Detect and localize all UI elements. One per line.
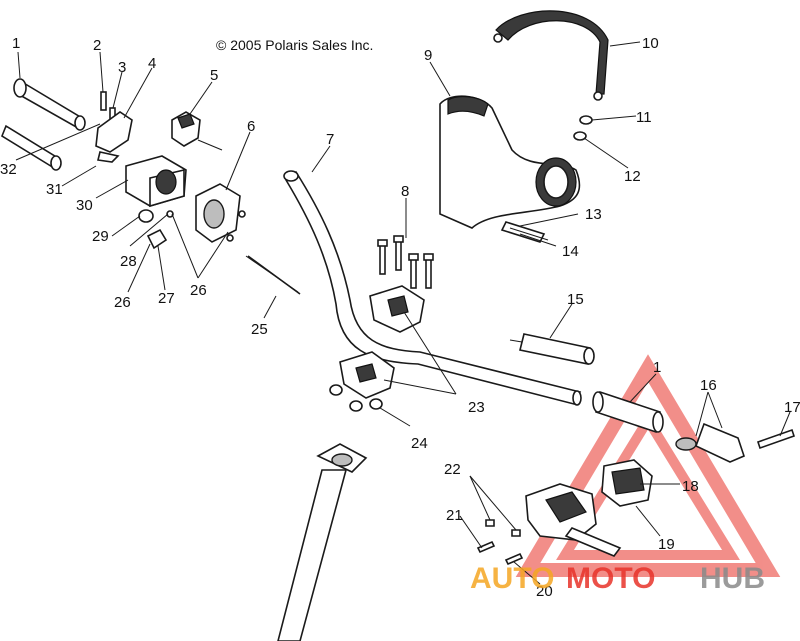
callout-6: 6: [247, 118, 255, 135]
callout-16: 16: [700, 377, 717, 394]
handguard-10: [493, 10, 609, 101]
callout-13: 13: [585, 206, 602, 223]
watermark-hub: HUB: [700, 562, 765, 595]
callout-4: 4: [148, 55, 156, 72]
callout-3: 3: [118, 59, 126, 76]
washer-28: [166, 210, 174, 218]
watermark-moto: MOTO: [566, 562, 655, 595]
callout-2: 2: [93, 37, 101, 54]
callout-18: 18: [682, 478, 699, 495]
screws-20-21: [476, 519, 524, 566]
callout-31: 31: [46, 181, 63, 198]
callout-21: 21: [446, 507, 463, 524]
throttle-tube: [1, 124, 62, 171]
left-grip: [13, 78, 86, 131]
callout-15: 15: [567, 291, 584, 308]
screw-2: [100, 91, 107, 111]
callout-7: 7: [326, 131, 334, 148]
callout-25: 25: [251, 321, 268, 338]
callout-32: 32: [0, 161, 17, 178]
handlebar-7: [283, 170, 582, 406]
throttle-housing-16: [675, 422, 745, 463]
watermark-wordmark: AUTO MOTO HUB: [470, 562, 765, 595]
callout-8: 8: [401, 183, 409, 200]
callout-9: 9: [424, 47, 432, 64]
watermark-auto: AUTO: [470, 562, 554, 595]
callout-14: 14: [562, 243, 579, 260]
callout-17: 17: [784, 399, 800, 416]
nuts-24: [329, 384, 383, 412]
callout-19: 19: [658, 536, 675, 553]
clamp-bracket-4: [95, 111, 133, 163]
callout-24: 24: [411, 435, 428, 452]
plate-27: [146, 228, 168, 250]
callout-27: 27: [158, 290, 175, 307]
switch-housing-30: [125, 155, 187, 208]
clip-13-14: [500, 221, 549, 243]
callout-12: 12: [624, 168, 641, 185]
brake-lever-assembly: [525, 459, 653, 557]
grip-15: [509, 333, 595, 365]
callout-26-left: 26: [114, 294, 131, 311]
right-grip: [592, 390, 664, 434]
steering-post: [277, 443, 368, 641]
callout-26-right: 26: [190, 282, 207, 299]
callout-5: 5: [210, 67, 218, 84]
callout-23: 23: [468, 399, 485, 416]
switch-5: [171, 111, 223, 151]
pin-17: [756, 428, 796, 450]
leader-lines: [15, 41, 791, 585]
upper-clamp: [369, 285, 425, 333]
bolts-8: [377, 235, 434, 289]
copyright-notice: © 2005 Polaris Sales Inc.: [216, 37, 373, 53]
lower-clamp: [339, 351, 395, 399]
callout-10: 10: [642, 35, 659, 52]
callout-20: 20: [536, 583, 553, 600]
callout-28: 28: [120, 253, 137, 270]
housing-6: [195, 183, 246, 243]
callout-22: 22: [444, 461, 461, 478]
handlebar-cover-9: [439, 95, 581, 229]
callout-1-right: 1: [653, 359, 661, 376]
callout-1-left: 1: [12, 35, 20, 52]
callout-30: 30: [76, 197, 93, 214]
cable-25: [245, 255, 301, 295]
washer-12: [573, 131, 587, 141]
callout-29: 29: [92, 228, 109, 245]
callout-labels: 1 2 3 4 5 6 7 8 9 10 11 12 13 14 15 1 16…: [0, 35, 800, 600]
callout-11: 11: [636, 109, 652, 126]
washer-11: [579, 115, 593, 125]
nut-29: [138, 209, 154, 223]
